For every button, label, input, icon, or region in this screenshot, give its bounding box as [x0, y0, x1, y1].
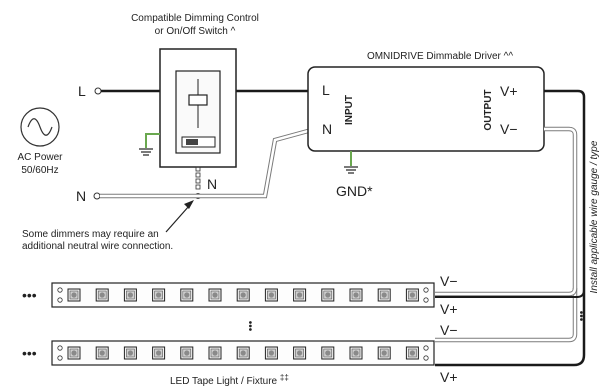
led-chip-icon — [264, 288, 278, 302]
led-chip-icon — [405, 346, 419, 360]
fixture-label-mark: ‡‡ — [280, 373, 289, 382]
control-title-line1: Compatible Dimming Control — [131, 13, 259, 24]
strip2-ellipsis: ••• — [22, 345, 37, 361]
strip-left-pads — [57, 287, 63, 303]
driver-input-label: INPUT — [344, 95, 355, 125]
driver-input-n-label: N — [322, 121, 332, 137]
strip-continuation-dots: ••• — [244, 321, 255, 332]
led-chip-icon — [67, 346, 81, 360]
note-line1: Some dimmers may require an — [22, 229, 159, 240]
led-chip-icon — [95, 288, 109, 302]
led-chip-icon — [236, 346, 250, 360]
note-arrow-head — [184, 200, 194, 209]
output-vplus-wire — [435, 89, 586, 367]
led-strip-1 — [51, 282, 435, 308]
dimmer-switch — [159, 48, 237, 168]
strip-right-pads — [423, 345, 429, 361]
driver-box — [307, 66, 545, 152]
neutral-terminal — [93, 192, 101, 200]
led-chip-icon — [264, 346, 278, 360]
neutral-terminal-label: N — [76, 188, 86, 204]
led-chip-icon — [321, 288, 335, 302]
ground-label: GND* — [336, 183, 373, 199]
strip-body — [51, 282, 435, 308]
output-vminus-wire — [435, 126, 578, 343]
led-chip-icon — [321, 346, 335, 360]
led-chip-icon — [123, 346, 137, 360]
led-chip-icon — [152, 288, 166, 302]
driver-input-l-label: L — [322, 82, 330, 98]
strip1-vplus-label: V+ — [440, 301, 458, 317]
strip1-branch-wires — [435, 287, 585, 298]
led-chip-icon — [180, 346, 194, 360]
switch-neutral-label: N — [207, 176, 217, 192]
led-chip-icon — [180, 288, 194, 302]
led-chip-icon — [123, 288, 137, 302]
led-chip-icon — [95, 346, 109, 360]
fixture-label: LED Tape Light / Fixture ‡‡ — [170, 373, 289, 387]
led-chip-icon — [67, 288, 81, 302]
led-chip-icon — [405, 288, 419, 302]
led-chip-icon — [377, 346, 391, 360]
led-chip-icon — [377, 288, 391, 302]
driver-ground-icon — [344, 151, 358, 174]
strip1-vminus-label: V− — [440, 273, 458, 289]
led-strip-2 — [51, 340, 435, 366]
strip-left-pads — [57, 345, 63, 361]
led-chip-icon — [349, 346, 363, 360]
strip2-vplus-label: V+ — [440, 369, 458, 385]
driver-vplus-label: V+ — [500, 83, 518, 99]
led-chip-icon — [349, 288, 363, 302]
line-terminal-label: L — [78, 83, 86, 99]
line-terminal — [94, 87, 102, 95]
led-chip-icon — [152, 346, 166, 360]
ac-frequency-label: 50/60Hz — [21, 165, 58, 176]
driver-output-label: OUTPUT — [483, 89, 494, 130]
strip2-vminus-label: V− — [440, 322, 458, 338]
led-chip-icon — [293, 288, 307, 302]
note-line2: additional neutral wire connection. — [22, 241, 173, 252]
led-chip-icon — [293, 346, 307, 360]
led-chip-icon — [208, 346, 222, 360]
strip1-ellipsis: ••• — [22, 287, 37, 303]
fixture-label-text: LED Tape Light / Fixture — [170, 376, 278, 387]
strip-right-pads — [423, 287, 429, 303]
driver-vminus-label: V− — [500, 121, 518, 137]
wire-gauge-note: Install applicable wire gauge / type — [589, 140, 600, 293]
note-arrow-line — [165, 205, 190, 233]
led-chip-icon — [208, 288, 222, 302]
driver-title: OMNIDRIVE Dimmable Driver ^^ — [367, 51, 513, 62]
wire-continuation-dots: ••• — [575, 311, 586, 322]
control-title-line2: or On/Off Switch ^ — [155, 26, 236, 37]
ac-source-icon — [20, 107, 60, 147]
led-chip-icon — [236, 288, 250, 302]
switch-ground-icon — [139, 133, 160, 156]
ac-power-label: AC Power — [17, 152, 63, 163]
